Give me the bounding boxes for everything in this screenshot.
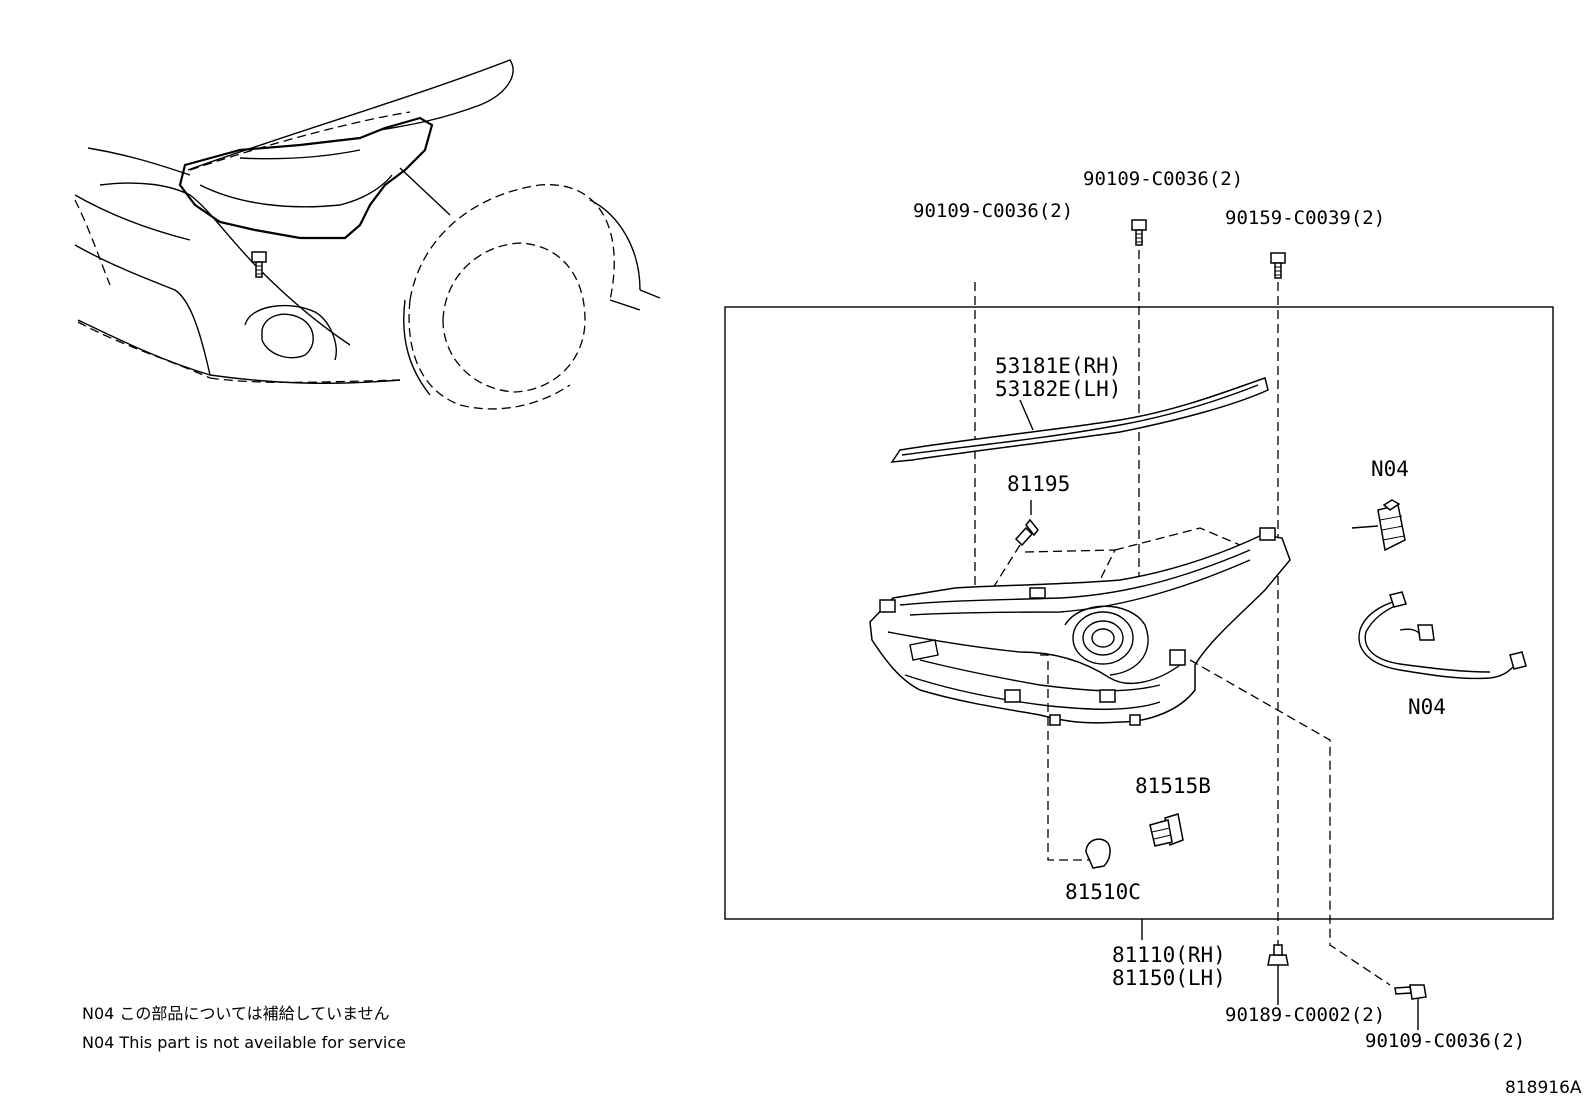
label-moulding-lh: 53182E(LH) (995, 377, 1121, 401)
label-screw-bottom-right: 90109-C0036(2) (1365, 1030, 1525, 1052)
label-wire-harness: N04 (1408, 695, 1446, 719)
label-screw-81195: 81195 (1007, 472, 1070, 496)
label-actuator: N04 (1371, 457, 1409, 481)
moulding-illustration (890, 377, 1269, 463)
screw-top-right-icon (1270, 252, 1286, 279)
note-english: N04 This part is not aveilable for servi… (82, 1033, 406, 1052)
wire-harness-icon (1358, 591, 1527, 680)
actuator-icon (1351, 499, 1406, 552)
label-screw-top-center: 90109-C0036(2) (1083, 168, 1243, 190)
label-screw-bottom-center: 90189-C0002(2) (1225, 1004, 1385, 1026)
label-screw-top-right: 90159-C0039(2) (1225, 207, 1385, 229)
screw-bottom-right-icon (1394, 984, 1427, 1000)
vehicle-overview-illustration (74, 59, 661, 410)
diagram-code: 818916A (1505, 1078, 1582, 1098)
headlamp-assembly-illustration (869, 527, 1291, 726)
screw-top-center-icon (1131, 219, 1147, 246)
screw-bottom-center-icon (1267, 944, 1289, 966)
note-japanese: N04 この部品については補給していません (82, 1004, 390, 1023)
label-screw-top-left: 90109-C0036(2) (913, 200, 1073, 222)
label-headlamp-lh: 81150(LH) (1112, 966, 1226, 990)
label-moulding-rh: 53181E(RH) (995, 354, 1121, 378)
label-socket: 81515B (1135, 774, 1211, 798)
moulding-leader (1019, 399, 1034, 431)
screw-top-left-icon (251, 251, 267, 278)
bulb-icon (1085, 838, 1111, 869)
label-bulb: 81510C (1065, 880, 1141, 904)
screw-81195-icon (1014, 518, 1039, 547)
label-headlamp-rh: 81110(RH) (1112, 943, 1226, 967)
socket-icon (1149, 813, 1184, 847)
